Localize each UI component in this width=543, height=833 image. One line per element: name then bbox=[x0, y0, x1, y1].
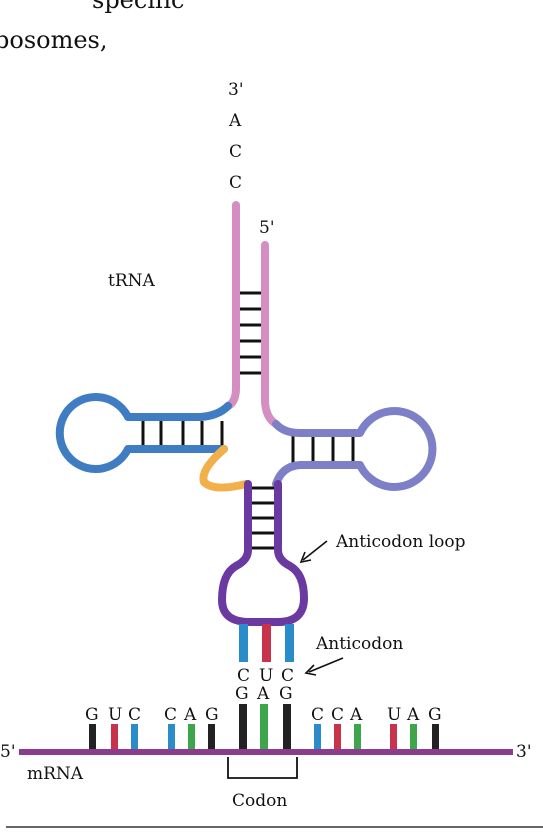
anticodon-stick-c2 bbox=[285, 624, 294, 662]
acceptor-base-2: C bbox=[229, 142, 242, 162]
mrna-left-base-5: A bbox=[183, 705, 197, 725]
mrna-stick-c2 bbox=[168, 724, 175, 750]
mrna-strand bbox=[19, 749, 513, 755]
codon-base-2: A bbox=[256, 684, 270, 704]
mrna-left-base-1: G bbox=[85, 705, 99, 725]
acceptor-arm-3prime-strand bbox=[224, 201, 240, 410]
mrna-left-base-3: C bbox=[128, 705, 141, 725]
mrna-stick-u1 bbox=[111, 724, 118, 750]
acceptor-arm-5prime-strand bbox=[261, 241, 280, 428]
acceptor-stem-pairs bbox=[238, 291, 264, 375]
codon-label: Codon bbox=[232, 791, 287, 811]
t-arm-loop bbox=[272, 407, 437, 491]
d-arm-loop bbox=[55, 393, 232, 473]
anticodon-base-3: C bbox=[281, 666, 294, 686]
three-prime-label-top: 3' bbox=[228, 80, 244, 100]
anticodon-label: Anticodon bbox=[315, 634, 403, 654]
t-arm-stem-pairs bbox=[291, 436, 355, 464]
mrna-right-base-2: C bbox=[331, 705, 344, 725]
trna-label: tRNA bbox=[108, 271, 156, 291]
mrna-stick-c3 bbox=[314, 724, 321, 750]
mrna-stick-c4 bbox=[334, 724, 341, 750]
mrna-stick-g1 bbox=[89, 724, 96, 750]
anticodon-arrow bbox=[304, 657, 344, 676]
codon-stick-g2 bbox=[283, 704, 291, 750]
anticodon-base-1: C bbox=[237, 666, 250, 686]
codon-stick-a bbox=[260, 704, 268, 750]
anticodon-loop-arrow bbox=[299, 540, 328, 564]
anticodon-arm-loop bbox=[218, 480, 308, 626]
variable-loop bbox=[199, 445, 250, 492]
acceptor-base-1: A bbox=[228, 111, 242, 131]
mrna-stick-g2 bbox=[208, 724, 215, 750]
mrna-right-base-4: U bbox=[387, 705, 401, 725]
mrna-stick-g3 bbox=[432, 724, 439, 750]
mrna-left-base-2: U bbox=[108, 705, 122, 725]
mrna-stick-u2 bbox=[390, 724, 397, 750]
mrna-stick-c1 bbox=[131, 724, 138, 750]
anticodon-stem-pairs bbox=[250, 486, 276, 550]
anticodon-loop-label: Anticodon loop bbox=[335, 532, 466, 552]
five-prime-label-top: 5' bbox=[259, 218, 275, 238]
anticodon-stick-u bbox=[262, 624, 271, 662]
header-text-line2: bosomes, bbox=[0, 26, 107, 54]
mrna-left-base-6: G bbox=[205, 705, 219, 725]
mrna-right-base-6: G bbox=[428, 705, 442, 725]
mrna-stick-a2 bbox=[354, 724, 361, 750]
mrna-five-prime-label: 5' bbox=[0, 742, 16, 762]
codon-stick-g bbox=[239, 704, 247, 750]
anticodon-stick-c1 bbox=[239, 624, 248, 662]
mrna-label: mRNA bbox=[27, 764, 84, 784]
mrna-three-prime-label: 3' bbox=[516, 742, 532, 762]
codon-base-1: G bbox=[235, 684, 249, 704]
codon-base-3: G bbox=[279, 684, 293, 704]
mrna-right-base-3: A bbox=[349, 705, 363, 725]
anticodon-base-2: U bbox=[259, 666, 273, 686]
mrna-stick-a1 bbox=[188, 724, 195, 750]
mrna-left-base-4: C bbox=[164, 705, 177, 725]
codon-bracket bbox=[227, 757, 298, 779]
mrna-right-base-1: C bbox=[311, 705, 324, 725]
acceptor-base-3: C bbox=[229, 173, 242, 193]
d-arm-stem-pairs bbox=[141, 421, 224, 445]
mrna-stick-a3 bbox=[410, 724, 417, 750]
header-text-line1: specific bbox=[92, 0, 184, 14]
mrna-right-base-5: A bbox=[406, 705, 420, 725]
